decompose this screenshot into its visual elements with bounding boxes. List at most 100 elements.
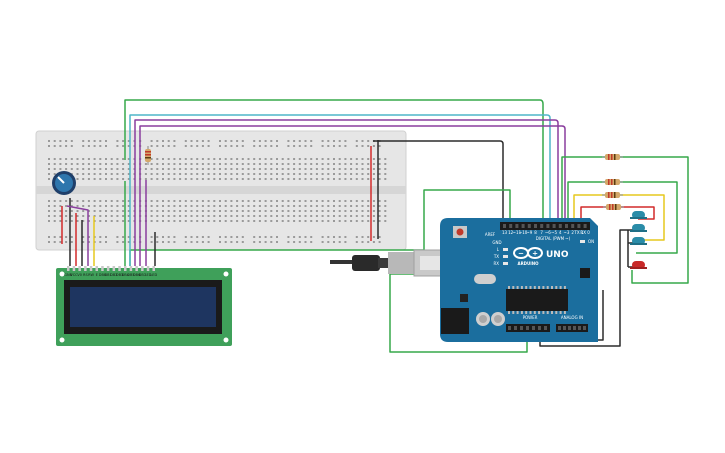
breadboard-hole: [350, 220, 353, 222]
breadboard-hole: [76, 210, 79, 212]
breadboard[interactable]: [35, 130, 407, 251]
lcd-pin[interactable]: [89, 266, 93, 271]
wire-green-led1[interactable]: [561, 156, 605, 228]
digital-pin[interactable]: [515, 224, 519, 228]
breadboard-hole: [270, 163, 273, 165]
breadboard-hole: [384, 158, 387, 160]
breadboard-hole: [287, 173, 290, 175]
breadboard-hole: [258, 205, 261, 207]
usb-cable[interactable]: [330, 249, 449, 277]
analog-pin[interactable]: [563, 326, 566, 330]
lcd-pin[interactable]: [84, 266, 87, 271]
breadboard-resistor[interactable]: [145, 146, 151, 165]
rail-hole: [293, 140, 296, 142]
digital-pin[interactable]: [558, 224, 562, 228]
lcd-pin[interactable]: [146, 266, 150, 271]
breadboard-hole: [333, 210, 335, 212]
digital-pin[interactable]: [546, 224, 550, 228]
digital-pin[interactable]: [521, 224, 525, 228]
rail-hole: [253, 140, 256, 142]
digital-pin[interactable]: [540, 224, 544, 228]
breadboard-hole: [241, 163, 244, 165]
analog-pin[interactable]: [568, 326, 571, 330]
lcd-pin-label: LED: [150, 273, 157, 277]
breadboard-hole: [355, 220, 358, 222]
breadboard-hole: [281, 205, 284, 207]
breadboard-hole: [230, 163, 233, 165]
power-pin[interactable]: [538, 326, 541, 330]
breadboard-hole: [236, 168, 239, 170]
breadboard-hole: [110, 168, 113, 170]
digital-pin[interactable]: [509, 224, 513, 228]
resistor-led1[interactable]: [602, 154, 623, 160]
rail-hole: [264, 241, 267, 243]
lcd-pin[interactable]: [141, 266, 144, 271]
resistor-led4[interactable]: [603, 204, 624, 210]
breadboard-hole: [196, 173, 199, 175]
breadboard-hole: [378, 215, 381, 217]
breadboard-hole: [293, 220, 296, 222]
lcd-pin[interactable]: [101, 266, 104, 271]
breadboard-hole: [213, 215, 216, 217]
resistor-led3[interactable]: [602, 192, 623, 198]
power-pin[interactable]: [532, 326, 535, 330]
digital-pin[interactable]: [583, 224, 587, 228]
reset-button-cap[interactable]: [456, 228, 464, 236]
analog-pin[interactable]: [578, 326, 581, 330]
breadboard-hole: [338, 200, 341, 202]
digital-pin[interactable]: [503, 224, 506, 228]
wire-purple-top-2[interactable]: [139, 125, 566, 232]
lcd-pin[interactable]: [95, 266, 99, 271]
resistor-led2[interactable]: [602, 179, 623, 185]
breadboard-hole: [270, 200, 273, 202]
digital-pin[interactable]: [565, 224, 568, 228]
lcd-pin[interactable]: [106, 266, 110, 271]
led-blue-3[interactable]: [630, 237, 647, 245]
breadboard-hole: [338, 178, 341, 180]
analog-pin[interactable]: [558, 326, 561, 330]
lcd-pin[interactable]: [124, 266, 127, 271]
lcd-pin[interactable]: [78, 266, 81, 271]
power-pin[interactable]: [520, 326, 523, 330]
power-pin[interactable]: [526, 326, 529, 330]
wire-black-gnd[interactable]: [373, 140, 504, 228]
wire-green-right-1[interactable]: [620, 156, 689, 284]
wire-green-top[interactable]: [124, 99, 544, 228]
rail-hole: [310, 140, 313, 142]
digital-pin[interactable]: [527, 224, 531, 228]
power-pin[interactable]: [508, 326, 511, 330]
breadboard-hole: [361, 168, 364, 170]
potentiometer[interactable]: [52, 171, 76, 195]
digital-pin[interactable]: [552, 224, 556, 228]
lcd-pin[interactable]: [67, 266, 70, 271]
led-red[interactable]: [630, 261, 647, 269]
wire-green-led2[interactable]: [567, 181, 605, 228]
breadboard-hole: [350, 215, 353, 217]
digital-pin[interactable]: [577, 224, 581, 228]
digital-pin[interactable]: [534, 224, 537, 228]
lcd-pin[interactable]: [135, 266, 138, 271]
wire-purple-pot[interactable]: [66, 205, 89, 266]
wire-green-right-2[interactable]: [620, 181, 678, 254]
wire-cyan-top[interactable]: [129, 114, 551, 232]
lcd-pin[interactable]: [72, 266, 76, 271]
analog-pin[interactable]: [573, 326, 576, 330]
lcd-pin[interactable]: [152, 266, 156, 271]
digital-pin[interactable]: [571, 224, 575, 228]
wire-yellow-led3[interactable]: [573, 194, 605, 228]
led-blue-2[interactable]: [630, 224, 647, 232]
led-blue-1[interactable]: [630, 211, 647, 219]
lcd-pin[interactable]: [118, 266, 121, 271]
lcd-pin[interactable]: [112, 266, 116, 271]
wire-purple-top-1[interactable]: [134, 119, 559, 232]
potentiometer-indicator: [57, 176, 65, 184]
lcd-pin[interactable]: [129, 266, 133, 271]
analog-pin[interactable]: [583, 326, 586, 330]
power-pin[interactable]: [544, 326, 547, 330]
breadboard-hole: [196, 215, 199, 217]
power-pin[interactable]: [514, 326, 517, 330]
breadboard-hole: [219, 200, 221, 202]
wire-yellow-right[interactable]: [620, 194, 665, 241]
